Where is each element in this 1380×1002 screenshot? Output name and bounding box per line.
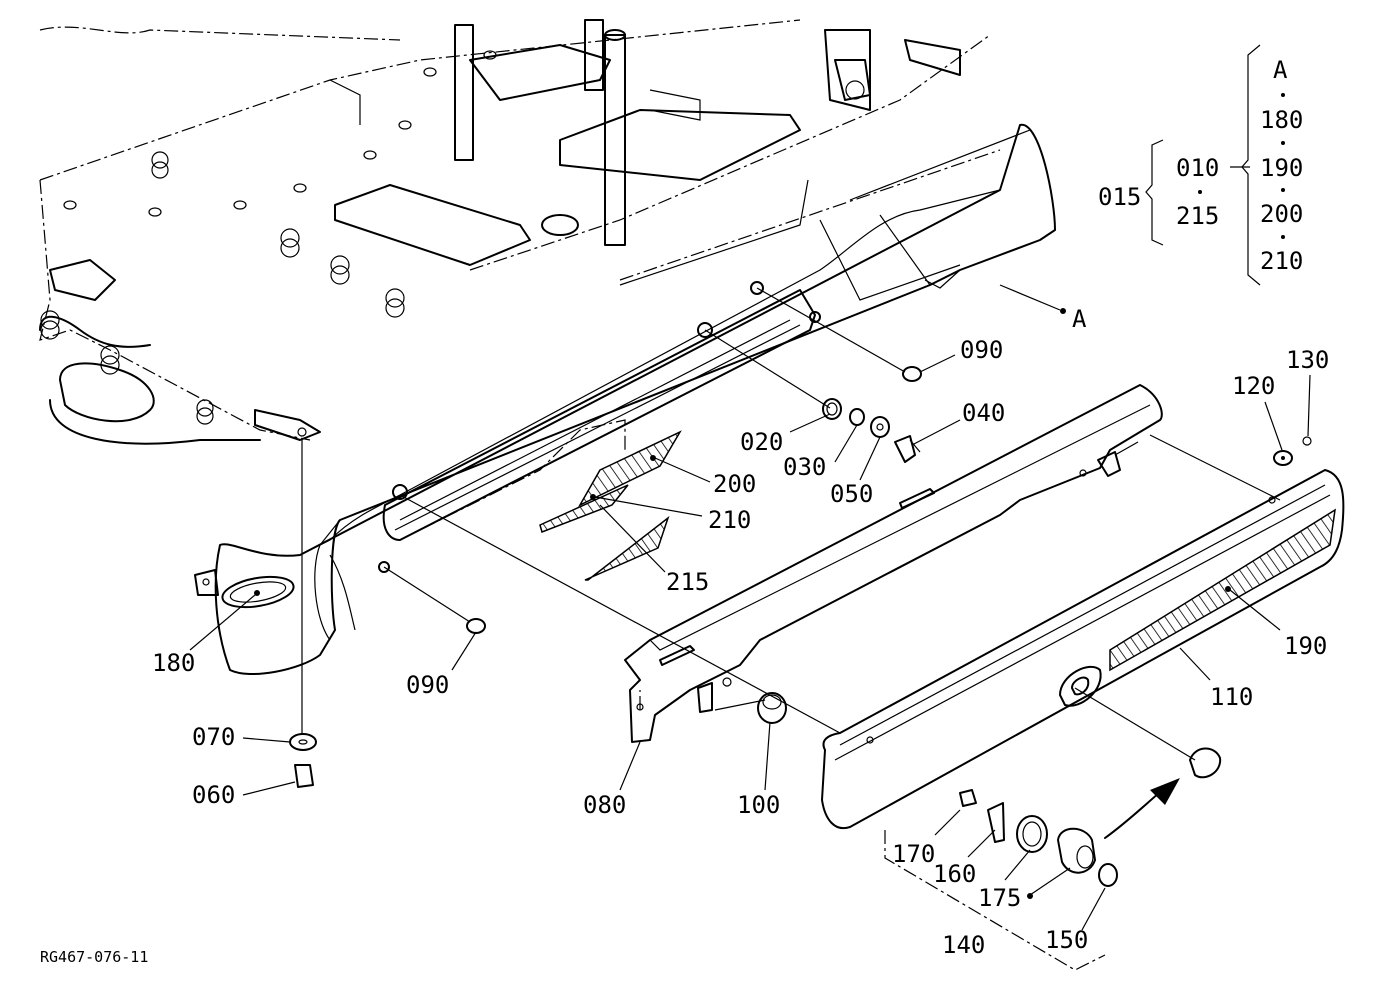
label-050: 050 — [830, 480, 873, 508]
label-190: 190 — [1284, 632, 1327, 660]
label-020: 020 — [740, 428, 783, 456]
label-120: 120 — [1232, 372, 1275, 400]
decal-200 — [578, 430, 682, 507]
label-090-lower: 090 — [406, 671, 449, 699]
label-030: 030 — [783, 453, 826, 481]
label-210: 210 — [708, 506, 751, 534]
set-item-180: 180 — [1260, 106, 1303, 134]
label-215: 215 — [666, 568, 709, 596]
group-inner-top: 010 — [1176, 154, 1219, 182]
label-100: 100 — [737, 791, 780, 819]
label-110: 110 — [1210, 683, 1253, 711]
label-200: 200 — [713, 470, 756, 498]
group-outer-label: 015 — [1098, 183, 1141, 211]
label-150: 150 — [1045, 926, 1088, 954]
label-070: 070 — [192, 723, 235, 751]
bracket-rail — [624, 384, 1163, 743]
assembly-group: 015 010 215 A 180 190 200 210 — [1098, 44, 1303, 286]
set-item-210: 210 — [1260, 247, 1303, 275]
label-090-upper: 090 — [960, 336, 1003, 364]
label-175: 175 — [978, 884, 1021, 912]
group-inner-bottom: 215 — [1176, 202, 1219, 230]
part-labels: 180 090 070 060 080 100 200 210 215 020 … — [152, 305, 1329, 959]
label-180: 180 — [152, 649, 195, 677]
label-160: 160 — [933, 860, 976, 888]
label-040: 040 — [962, 399, 1005, 427]
set-item-190: 190 — [1260, 154, 1303, 182]
floor-plate — [39, 19, 1001, 445]
set-item-a: A — [1273, 56, 1288, 84]
assembly-lines — [301, 287, 1281, 971]
leader-lines — [189, 284, 1311, 931]
label-130: 130 — [1286, 346, 1329, 374]
label-080: 080 — [583, 791, 626, 819]
label-170: 170 — [892, 840, 935, 868]
outer-cover-110 — [821, 469, 1345, 830]
set-item-200: 200 — [1260, 200, 1303, 228]
label-a: A — [1072, 305, 1087, 333]
label-140: 140 — [942, 931, 985, 959]
reference-code: RG467-076-11 — [40, 948, 148, 966]
decal-210 — [539, 484, 629, 533]
label-060: 060 — [192, 781, 235, 809]
decal-215 — [584, 515, 670, 581]
plate-bosses — [40, 50, 497, 425]
